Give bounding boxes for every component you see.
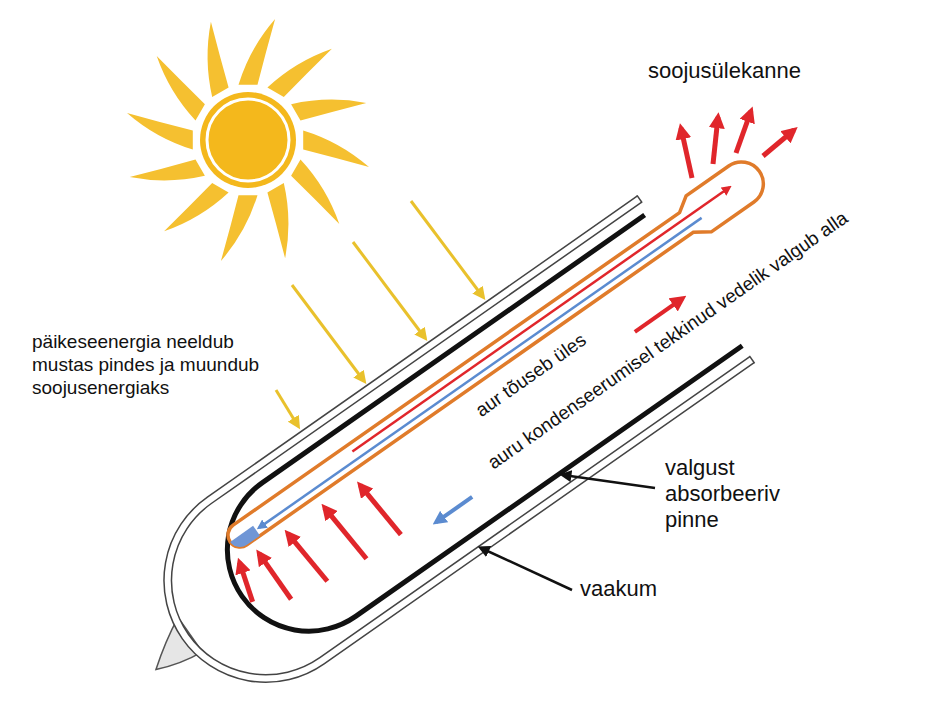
liquid-pool xyxy=(230,526,260,552)
sun-ring xyxy=(207,99,289,181)
sun-ray xyxy=(130,159,205,180)
vacuum-label: vaakum xyxy=(580,576,657,602)
absorption-note: päikeseenergia neeldub mustas pindes ja … xyxy=(32,330,287,399)
sun-ray xyxy=(267,49,332,97)
absorber-label: valgust absorbeeriv pinne xyxy=(665,455,805,533)
absorber-surface xyxy=(195,212,742,663)
vapour-flow xyxy=(352,188,729,452)
evacuated-tube xyxy=(91,130,848,709)
sun-ray xyxy=(291,100,366,121)
sun-ray xyxy=(157,56,205,121)
leader-line xyxy=(563,475,655,488)
heat-arrows xyxy=(230,477,401,626)
sun-ray xyxy=(127,113,193,150)
sun-ray xyxy=(303,131,369,168)
leader-line xyxy=(481,548,572,590)
liquid-arrow xyxy=(436,497,472,522)
glass-tube-inner xyxy=(129,199,752,709)
sun-ray xyxy=(267,183,288,258)
sun-ray xyxy=(208,22,229,97)
sun xyxy=(127,19,369,261)
heat-transfer-arrows xyxy=(681,111,794,178)
sun-ray xyxy=(291,159,339,224)
heat-transfer-label: soojusülekanne xyxy=(648,58,801,84)
sun-core xyxy=(200,92,296,188)
glass-tube xyxy=(129,199,752,709)
sun-rays xyxy=(127,19,369,261)
sun-ray xyxy=(221,195,258,261)
sun-ray xyxy=(164,183,229,231)
sun-ray xyxy=(239,19,276,85)
